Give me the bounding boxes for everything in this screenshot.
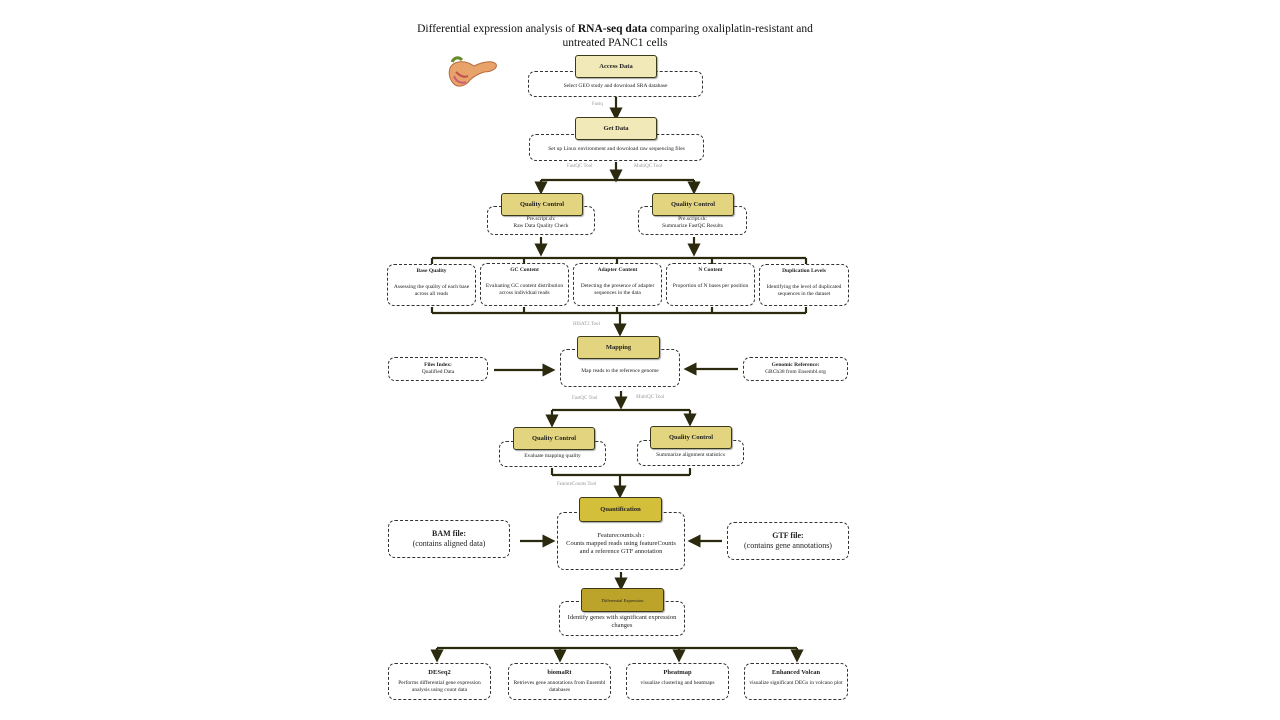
title-pre: Differential expression analysis of (417, 23, 578, 35)
metric-desc: Detecting the presence of adapter sequen… (580, 283, 655, 296)
access-data-step[interactable]: Access Data (575, 55, 657, 78)
access-data-desc: Select GEO study and download SRA databa… (563, 82, 668, 89)
output-title: DESeq2 (428, 669, 451, 676)
bam-file-input: BAM file: (contains aligned data) (388, 520, 510, 558)
metric-title: Base Quality (416, 268, 447, 274)
featurecounts-tool-label: FeatureCounts Tool (557, 482, 597, 487)
qc-right-line1: Pre.script.sh: (678, 216, 707, 222)
quantification-step[interactable]: Quantification (579, 497, 662, 522)
get-data-label: Get Data (603, 125, 629, 132)
mapping-label: Mapping (605, 344, 632, 351)
quality-control-mapping-right-step[interactable]: Quality Control (650, 426, 732, 449)
qc2-left-desc: Evaluate mapping quality (524, 452, 581, 459)
multiqc-tool-label-1: MultiQC Tool (634, 164, 663, 169)
metric-title: GC Content (510, 267, 539, 273)
output-desc: visualize clustering and heatmaps (640, 680, 715, 686)
qc2-right-label: Quality Control (668, 434, 714, 441)
metric-desc: Proportion of N bases per position (672, 283, 749, 289)
metric-base-quality: Base Quality Assessing the quality of ea… (387, 264, 476, 306)
de-desc: Identify genes with significant expressi… (567, 613, 677, 629)
output-desc: Performs differential gene expression an… (398, 680, 481, 693)
qc2-right-desc: Summarize alignment statistics (656, 451, 725, 458)
quant-line1: Featurecounts.sh : (597, 532, 645, 539)
output-title: Pheatmap (663, 669, 692, 676)
files-index-desc: Qualified Data (421, 369, 455, 375)
metric-gc-content: GC Content Evaluating GC content distrib… (480, 263, 569, 306)
quality-control-left-step[interactable]: Quality Control (501, 193, 583, 216)
gtf-desc: (contains gene annotations) (744, 541, 832, 550)
metric-title: Adapter Content (597, 267, 638, 273)
mapping-desc: Map reads to the reference genome (581, 367, 659, 374)
qc-left-line1: Pre.script.sh: (526, 216, 556, 222)
de-label: Differential Expression (601, 597, 644, 603)
title-post: comparing oxaliplatin-resistant and untr… (562, 23, 813, 49)
quant-line2: Counts mapped reads using featureCounts … (566, 540, 676, 555)
output-pheatmap: Pheatmap visualize clustering and heatma… (626, 663, 729, 700)
access-data-label: Access Data (599, 63, 633, 70)
quantification-label: Quantification (600, 506, 641, 513)
qc-left-line2: Raw Data Quality Check (513, 223, 569, 229)
quality-control-mapping-left-step[interactable]: Quality Control (513, 427, 595, 450)
fastqc-tool-label-2: FastQC Tool (572, 396, 598, 401)
get-data-step[interactable]: Get Data (575, 117, 657, 140)
metric-desc: Identifying the level of duplicated sequ… (766, 284, 842, 297)
output-title: biomaRt (547, 669, 572, 676)
genomic-reference-input: Genomic Reference: GRCh38 from Ensembl.o… (743, 357, 848, 381)
metric-desc: Evaluating GC content distribution acros… (485, 283, 564, 296)
differential-expression-step[interactable]: Differential Expression (581, 588, 664, 612)
qc2-left-label: Quality Control (531, 435, 577, 442)
output-enhanced-volcano: Enhanced Volcan visualize significant DE… (744, 663, 848, 700)
output-desc: Retrieves gene annotations from Ensembl … (513, 680, 606, 693)
fastq-tool-label: Fastq (592, 102, 603, 107)
bam-title: BAM file: (432, 529, 466, 538)
files-index-input: Files Index: Qualified Data (388, 357, 488, 381)
gtf-title: GTF file: (772, 531, 804, 540)
quality-control-right-step[interactable]: Quality Control (652, 193, 734, 216)
metric-title: Duplication Levels (782, 268, 826, 274)
files-index-title: Files Index: (424, 362, 452, 368)
qc-right-label: Quality Control (670, 201, 716, 208)
pancreas-icon (448, 56, 497, 87)
output-desc: visualize significant DEGs in volcano pl… (749, 680, 843, 686)
title-bold: RNA-seq data (577, 23, 648, 35)
metric-n-content: N Content Proportion of N bases per posi… (666, 263, 755, 306)
fastqc-tool-label-1: FastQC Tool (567, 164, 593, 169)
output-title: Enhanced Volcan (771, 669, 821, 676)
qc-left-label: Quality Control (519, 201, 565, 208)
gtf-file-input: GTF file: (contains gene annotations) (727, 522, 849, 560)
metric-desc: Assessing the quality of each base acros… (393, 284, 470, 297)
metric-duplication-levels: Duplication Levels Identifying the level… (759, 264, 849, 306)
qc-right-line2: Summarize FastQC Results (662, 223, 723, 229)
mapping-step[interactable]: Mapping (577, 336, 660, 359)
hisat2-tool-label: HISAT2 Tool (573, 322, 600, 327)
metric-title: N Content (698, 267, 723, 273)
output-deseq2: DESeq2 Performs differential gene expres… (388, 663, 491, 700)
bam-desc: (contains aligned data) (412, 539, 486, 548)
genomic-ref-desc: GRCh38 from Ensembl.org (765, 369, 826, 375)
genomic-ref-title: Genomic Reference: (771, 362, 820, 368)
output-biomart: biomaRt Retrieves gene annotations from … (508, 663, 611, 700)
get-data-desc: Set up Linux environment and download ra… (548, 146, 685, 152)
page-title: Differential expression analysis of RNA-… (400, 22, 830, 50)
multiqc-tool-label-2: MultiQC Tool (636, 395, 665, 400)
